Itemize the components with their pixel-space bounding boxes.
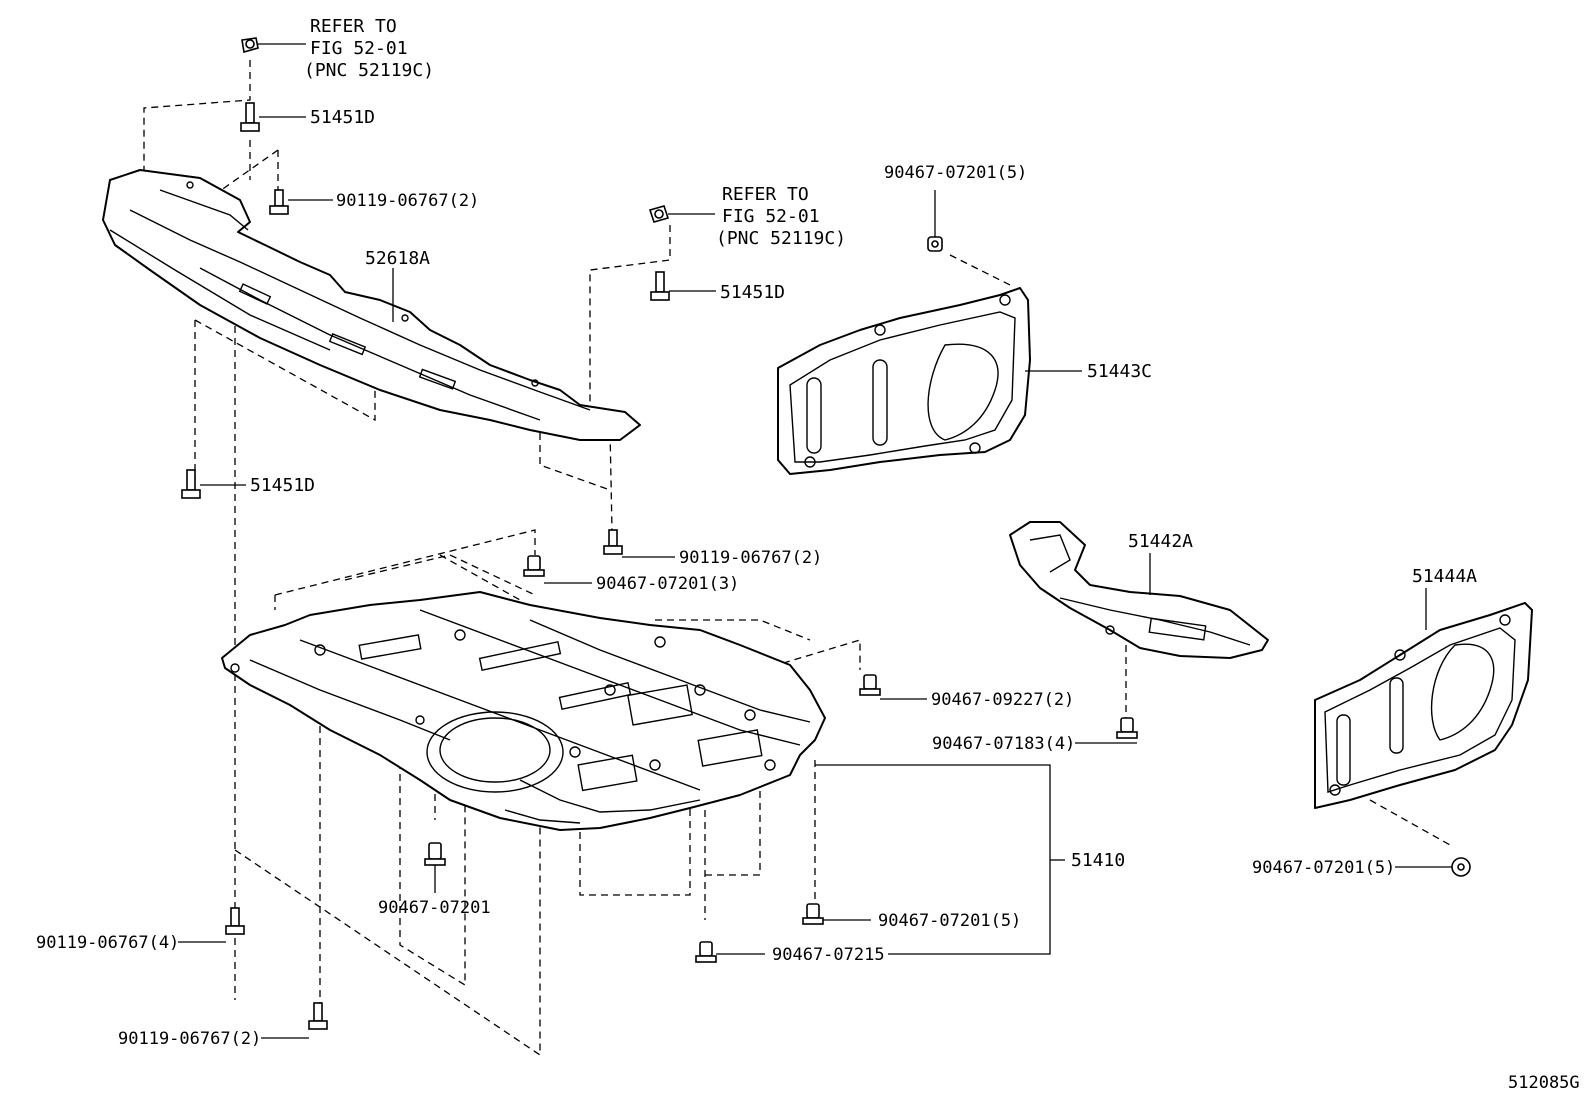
fastener-bolt-90119-06767-a (269, 189, 289, 215)
label-52618A: 52618A (365, 248, 430, 269)
fastener-bolt-90119-06767-b (603, 529, 623, 555)
label-90467-07201-5-top: 90467-07201(5) (884, 163, 1027, 183)
label-90467-07183-4: 90467-07183(4) (932, 734, 1075, 754)
fastener-clip-90467-07183 (1116, 717, 1138, 739)
label-90467-07201-5-bottom: 90467-07201(5) (878, 911, 1021, 931)
label-pnc-1: (PNC 52119C) (304, 60, 434, 81)
label-90467-07201: 90467-07201 (378, 898, 491, 918)
figure-code: 512085G (1508, 1073, 1580, 1093)
label-refer-to-1: REFER TO (310, 16, 397, 37)
fastener-bolt-90119-06767-c (225, 907, 245, 935)
label-90119-06767-2-a: 90119-06767(2) (336, 191, 479, 211)
part-51444A-drawing (1314, 602, 1533, 809)
label-90119-06767-4: 90119-06767(4) (36, 933, 179, 953)
part-51410-drawing (221, 591, 826, 831)
label-90119-06767-2-b: 90119-06767(2) (679, 548, 822, 568)
fastener-clip-90467-07201-5 (802, 903, 824, 925)
fastener-clip-52119C-a (241, 37, 259, 54)
label-90119-06767-2-c: 90119-06767(2) (118, 1029, 261, 1049)
label-90467-07201-3: 90467-07201(3) (596, 574, 739, 594)
label-90467-09227-2: 90467-09227(2) (931, 690, 1074, 710)
label-51451D-b: 51451D (720, 282, 785, 303)
fastener-bolt-90119-06767-d (308, 1002, 328, 1030)
fastener-clip-52119C-b (648, 205, 670, 223)
fastener-clip-90467-07201-top (927, 236, 943, 252)
label-pnc-2: (PNC 52119C) (716, 228, 846, 249)
label-51444A: 51444A (1412, 566, 1477, 587)
label-51451D-a: 51451D (310, 107, 375, 128)
fastener-clip-90467-07215 (695, 941, 717, 963)
part-51443C-drawing (777, 287, 1031, 475)
part-52618A-drawing (102, 169, 641, 441)
fastener-bolt-51451D-b (650, 271, 670, 301)
label-fig-1: FIG 52-01 (310, 38, 408, 59)
fastener-clip-90467-07201-3 (523, 555, 545, 577)
label-90467-07201-5-right: 90467-07201(5) (1252, 858, 1395, 878)
label-90467-07215: 90467-07215 (772, 945, 885, 965)
fastener-bolt-51451D-c (181, 469, 201, 499)
label-51451D-c: 51451D (250, 475, 315, 496)
label-51443C: 51443C (1087, 361, 1152, 382)
label-51442A: 51442A (1128, 531, 1193, 552)
label-refer-to-2: REFER TO (722, 184, 809, 205)
part-labels: REFER TO FIG 52-01 (PNC 52119C) REFER TO… (36, 16, 1580, 1093)
fastener-clip-90467-07201 (424, 842, 446, 866)
label-51410: 51410 (1071, 850, 1125, 871)
part-51442A-drawing (1009, 521, 1269, 659)
fastener-clip-90467-09227 (859, 674, 881, 696)
label-fig-2: FIG 52-01 (722, 206, 820, 227)
fastener-bolt-51451D-a (240, 102, 260, 132)
fastener-clip-90467-07201-right (1451, 857, 1471, 877)
leader-lines (178, 43, 1452, 1039)
